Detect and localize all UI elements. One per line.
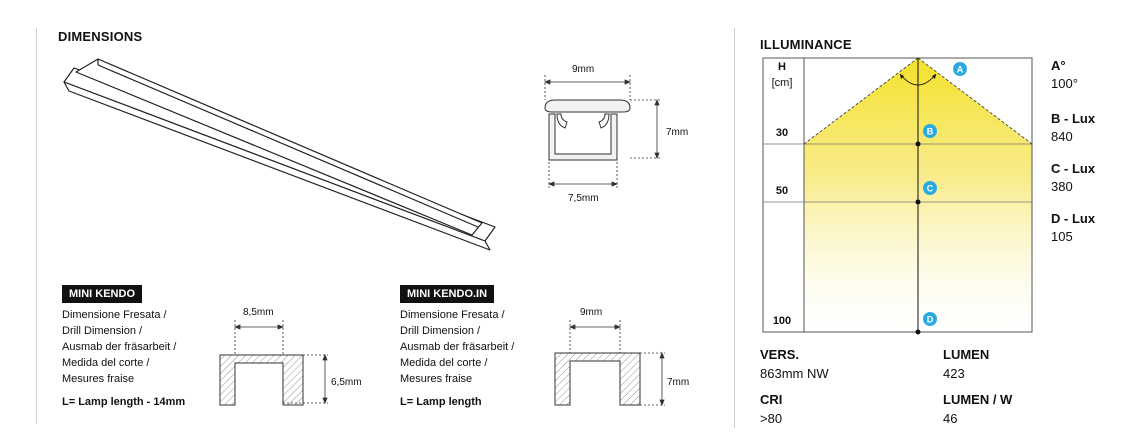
c-lux-value: 380 — [1051, 179, 1073, 194]
mini-kendo-description: Dimensione Fresata / Drill Dimension / A… — [62, 309, 177, 385]
mini-kendo-in-description: Dimensione Fresata / Drill Dimension / A… — [400, 309, 515, 385]
b-lux-value: 840 — [1051, 129, 1073, 144]
angle-value: 100° — [1051, 76, 1078, 91]
c-lux-label: C - Lux — [1051, 161, 1096, 176]
mini-kendo-in-cut-section — [554, 320, 665, 407]
angle-label: A° — [1051, 58, 1066, 73]
lumen-value: 423 — [943, 366, 965, 381]
d-lux-value: 105 — [1051, 229, 1073, 244]
mini-kendo-in-height-label: 7mm — [667, 377, 690, 388]
height-100-label: 100 — [773, 315, 791, 327]
profile-inner-width-label: 7,5mm — [568, 193, 599, 204]
cri-value: >80 — [760, 411, 783, 426]
mini-kendo-in-badge: MINI KENDO.IN — [400, 285, 495, 303]
mini-kendo-in-lamp-length: L= Lamp length — [400, 396, 482, 408]
mini-kendo-width-label: 8,5mm — [243, 307, 274, 318]
profile-height-label: 7mm — [666, 127, 689, 138]
b-lux-label: B - Lux — [1051, 111, 1096, 126]
dimensions-title: DIMENSIONS — [58, 29, 143, 44]
mini-kendo-lamp-length: L= Lamp length - 14mm — [62, 396, 186, 408]
version-value: 863mm NW — [760, 366, 829, 381]
profile-perspective-drawing — [63, 58, 496, 251]
illuminance-title: ILLUMINANCE — [760, 37, 852, 52]
marker-a: A — [957, 65, 964, 75]
profile-cross-section — [543, 75, 660, 188]
h-axis-unit: [cm] — [772, 77, 793, 89]
h-axis-label: H — [778, 61, 786, 73]
mini-kendo-height-label: 6,5mm — [331, 377, 362, 388]
height-50-label: 50 — [776, 185, 788, 197]
marker-b: B — [927, 127, 934, 137]
d-lux-label: D - Lux — [1051, 211, 1096, 226]
version-label: VERS. — [760, 347, 800, 362]
mini-kendo-badge: MINI KENDO — [62, 285, 142, 303]
illuminance-diagram: A B C D H [cm] 30 50 100 — [762, 57, 1033, 335]
height-30-label: 30 — [776, 127, 788, 139]
lumen-label: LUMEN — [943, 347, 990, 362]
profile-width-label: 9mm — [572, 64, 595, 75]
lumen-per-watt-label: LUMEN / W — [943, 392, 1013, 407]
marker-d: D — [927, 315, 934, 325]
mini-kendo-cut-section — [219, 320, 328, 406]
cri-label: CRI — [760, 392, 783, 407]
marker-c: C — [927, 184, 934, 194]
lumen-per-watt-value: 46 — [943, 411, 958, 426]
middle-divider — [734, 28, 735, 428]
left-divider — [36, 28, 37, 424]
mini-kendo-in-width-label: 9mm — [580, 307, 603, 318]
